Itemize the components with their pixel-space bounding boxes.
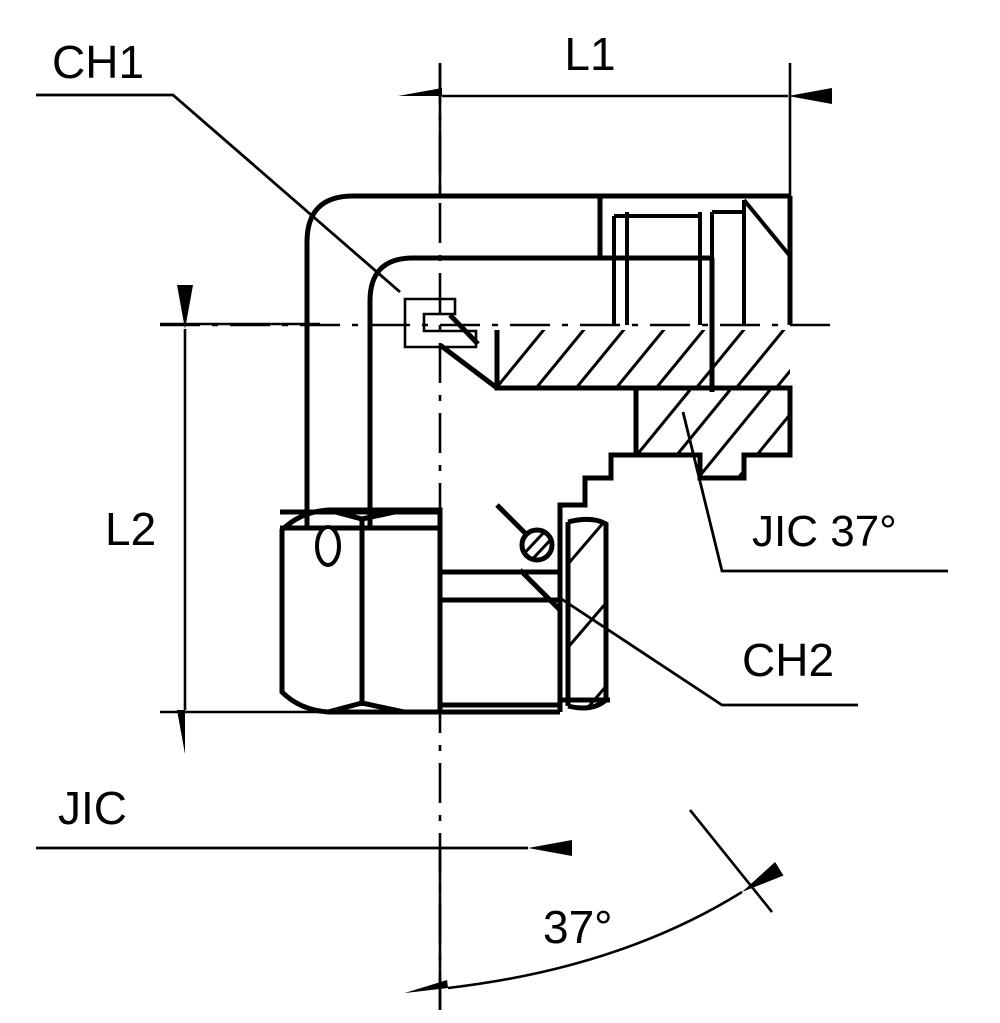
callout-ch2: CH2 (559, 596, 858, 707)
section-outline-lower-right (636, 385, 793, 481)
section-outline-lower (494, 330, 639, 522)
hex-nut-bottom-bevel (327, 700, 405, 715)
fitting-body (279, 193, 793, 715)
hex-nut-bore-marking (315, 525, 341, 567)
dimension-l2: L2 (105, 285, 340, 754)
l2-label: L2 (105, 503, 156, 555)
angle-annotation-37: 37° (404, 809, 784, 1010)
sealing-element (519, 527, 555, 563)
collar-hatch (568, 519, 606, 708)
elbow-inner-contour (367, 255, 712, 522)
port-symbol-leader (448, 313, 480, 346)
ch1-leader-line (36, 93, 401, 294)
male-nose-chamfer-upper (742, 198, 792, 258)
hex-nut-top-bevel (327, 507, 405, 522)
port-symbol-outline (403, 297, 478, 349)
section-diagonal-cut (438, 343, 499, 390)
ch2-leader-line (559, 596, 858, 707)
callout-jic: JIC (36, 782, 572, 856)
jic37-label: JIC 37° (752, 507, 897, 556)
angle-37-label: 37° (543, 901, 613, 953)
dimension-l1: L1 (398, 28, 832, 196)
sealing-ball-outline (519, 527, 555, 563)
section-hatch-upper (497, 330, 790, 388)
seat-collar-outline (567, 516, 609, 711)
female-jic-seat (437, 503, 609, 715)
angle-arc (404, 861, 784, 994)
jic-label: JIC (58, 782, 127, 834)
ch2-label: CH2 (742, 634, 834, 686)
callout-ch1: CH1 (36, 36, 401, 294)
callout-jic37: JIC 37° (681, 411, 948, 573)
l1-label: L1 (564, 28, 615, 80)
port-detail-symbol (403, 297, 480, 349)
ch1-label: CH1 (52, 36, 144, 88)
elbow-outer-contour (304, 193, 790, 522)
seat-cone-flank-2 (518, 568, 562, 612)
section-hatch-thread (636, 389, 790, 478)
jic37-leader-line (681, 411, 948, 573)
